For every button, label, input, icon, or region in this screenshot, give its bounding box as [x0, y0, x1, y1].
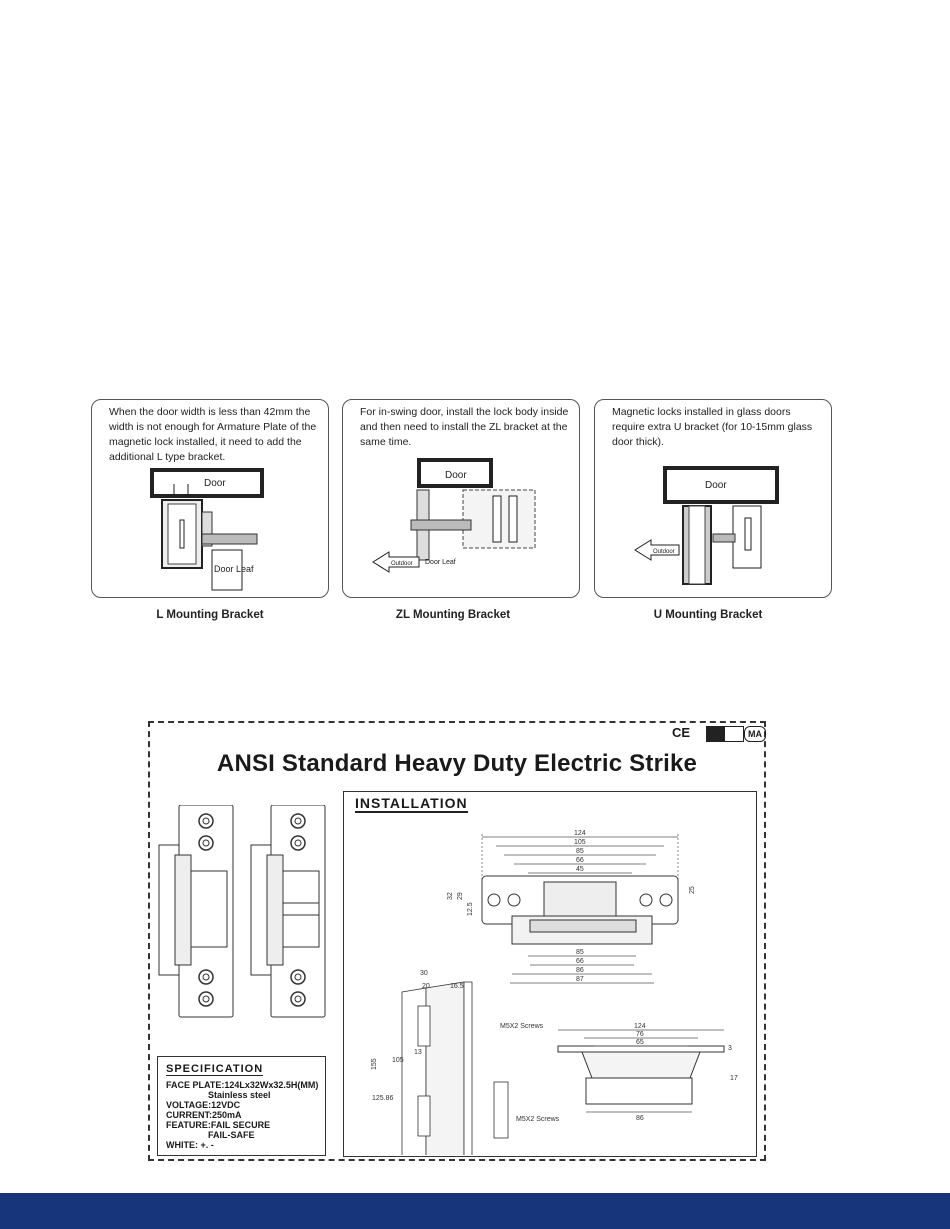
- dim-b86: 86: [576, 967, 584, 974]
- dim-b66: 66: [576, 958, 584, 965]
- l-door-leaf-label: Door Leaf: [214, 564, 254, 574]
- specification-title: SPECIFICATION: [166, 1063, 264, 1076]
- zl-door-label: Door: [445, 470, 467, 481]
- screws-label-2: M5X2 Screws: [516, 1116, 560, 1123]
- dim-155: 155: [371, 1058, 378, 1070]
- u-bracket-panel: Magnetic locks installed in glass doors …: [594, 399, 832, 598]
- l-bracket-panel: When the door width is less than 42mm th…: [91, 399, 329, 598]
- dim-13: 13: [414, 1049, 422, 1056]
- ma-mark: MA: [744, 726, 766, 742]
- l-bracket-caption: L Mounting Bracket: [156, 609, 264, 621]
- dim-b87: 87: [576, 976, 584, 983]
- l-door-label: Door: [204, 478, 226, 489]
- product-title: ANSI Standard Heavy Duty Electric Strike: [216, 750, 698, 777]
- dim-45: 45: [576, 866, 584, 873]
- dim-105: 105: [574, 839, 586, 846]
- dim-105-door: 105: [392, 1057, 404, 1064]
- dim-30: 30: [420, 970, 428, 977]
- u-bracket-description: Magnetic locks installed in glass doors …: [612, 406, 813, 448]
- dim-32: 32: [447, 892, 454, 900]
- installation-title: INSTALLATION: [355, 795, 468, 813]
- spec-feature: FEATURE:FAIL SECURE: [166, 1120, 271, 1130]
- dim-25: 25: [689, 886, 696, 894]
- product-frame: CE MA ANSI Standard Heavy Duty Electric …: [148, 721, 766, 1161]
- dim-e17: 17: [730, 1075, 738, 1082]
- zl-bracket-description: For in-swing door, install the lock body…: [360, 406, 569, 448]
- screws-label-1: M5X2 Screws: [500, 1023, 544, 1030]
- dim-20: 20: [422, 983, 430, 990]
- specification-box: SPECIFICATION FACE PLATE:124Lx32Wx32.5H(…: [157, 1056, 326, 1156]
- installation-box: INSTALLATION 124 105 85 66 45 32 29 12.5…: [343, 791, 757, 1157]
- strike-front-view: [158, 805, 234, 1018]
- zl-bracket-diagram: Door Outdoor Door Leaf: [372, 458, 536, 573]
- spec-voltage: VOLTAGE:12VDC: [166, 1100, 241, 1110]
- dim-e86: 86: [636, 1115, 644, 1122]
- installation-drawings: 124 105 85 66 45 32 29 12.5 25 85 66 86: [371, 830, 738, 1155]
- dim-124: 124: [574, 830, 586, 837]
- dim-b85: 85: [576, 949, 584, 956]
- spec-current: CURRENT:250mA: [166, 1110, 242, 1120]
- dim-e76: 76: [636, 1031, 644, 1038]
- dim-e124: 124: [634, 1023, 646, 1030]
- spec-material: Stainless steel: [208, 1090, 271, 1100]
- dim-12-5: 12.5: [467, 902, 474, 916]
- zl-door-leaf-label: Door Leaf: [425, 559, 456, 566]
- u-bracket-caption: U Mounting Bracket: [653, 609, 763, 621]
- zl-bracket-panel: For in-swing door, install the lock body…: [342, 399, 580, 598]
- zl-bracket-caption: ZL Mounting Bracket: [395, 609, 511, 621]
- cert-logo-2-icon: [724, 726, 744, 742]
- l-bracket-description: When the door width is less than 42mm th…: [109, 406, 317, 463]
- dim-e3: 3: [728, 1045, 732, 1052]
- dim-85: 85: [576, 848, 584, 855]
- ce-mark: CE: [672, 725, 691, 740]
- u-door-label: Door: [705, 480, 727, 491]
- u-bracket-diagram: Door Outdoor: [634, 466, 779, 585]
- dim-29: 29: [457, 892, 464, 900]
- spec-face-plate: FACE PLATE:124Lx32Wx32.5H(MM): [166, 1080, 319, 1090]
- spec-wiring: WHITE: +. -: [166, 1140, 214, 1150]
- zl-outdoor-label: Outdoor: [391, 561, 413, 567]
- strike-front-images: [158, 805, 326, 1018]
- dim-125-86: 125.86: [372, 1095, 394, 1102]
- dim-16-5: 16.5: [450, 983, 464, 990]
- u-outdoor-label: Outdoor: [653, 549, 675, 555]
- cert-logo-icon: [706, 726, 724, 742]
- footer-band: [0, 1193, 950, 1229]
- l-bracket-diagram: Door Door Leaf: [150, 468, 264, 591]
- dim-66: 66: [576, 857, 584, 864]
- spec-feature-2: FAIL-SAFE: [208, 1130, 255, 1140]
- strike-back-view: [250, 805, 326, 1018]
- dim-e65: 65: [636, 1039, 644, 1046]
